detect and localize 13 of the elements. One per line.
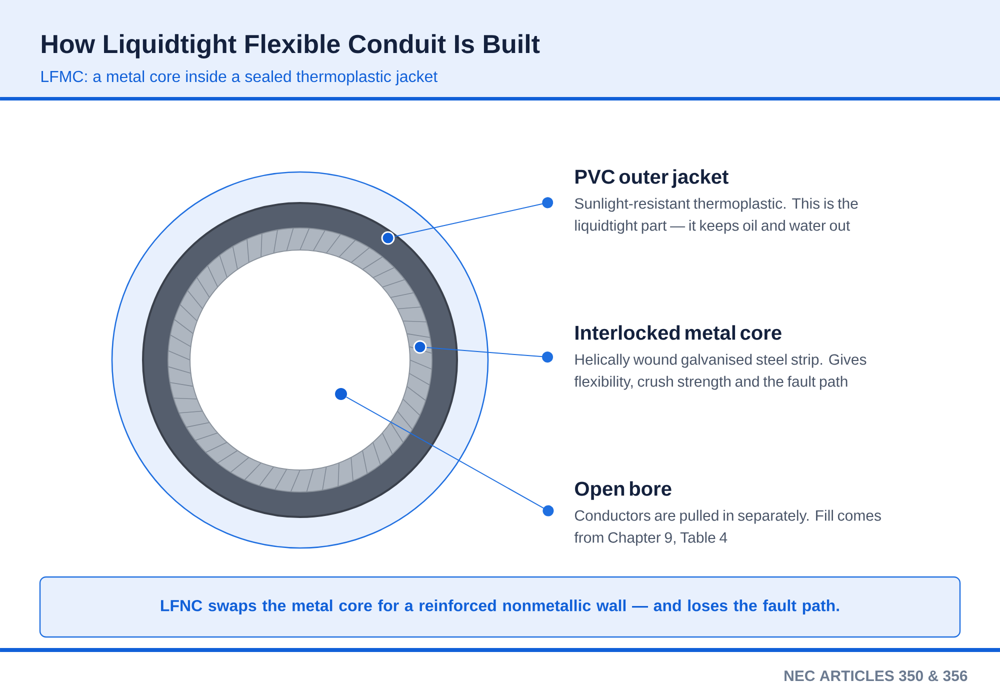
leader-line [426,347,554,363]
leader-line [394,197,554,238]
marker-dot [335,388,347,400]
callout-text: Open bore Conductors are pulled in separately. Fill comes from Chapter 9, Table 4 [574,481,881,546]
subtitle: LFMC: a metal core inside a sealed thermoplastic jacket [42,70,438,86]
callout-text: PVC outer jacket Sunlight-resistant thermoplastic. This is the liquidtight part — it keeps oil and water out [574,169,858,234]
footer-text: NEC ARTICLES 350 & 356 [784,670,968,682]
note-box: LFNC swaps the metal core for a reinforced nonmetallic wall — and loses the fault path. [39,576,961,638]
leader-line [346,396,554,516]
marker-dot [413,340,427,354]
marker-dot [381,231,395,245]
title: How Liquidtight Flexible Conduit Is Built [42,34,540,58]
callout-text: Interlocked metal core Helically wound galvanised steel strip. Gives flexibility, crush strength and the fault path [574,325,866,390]
